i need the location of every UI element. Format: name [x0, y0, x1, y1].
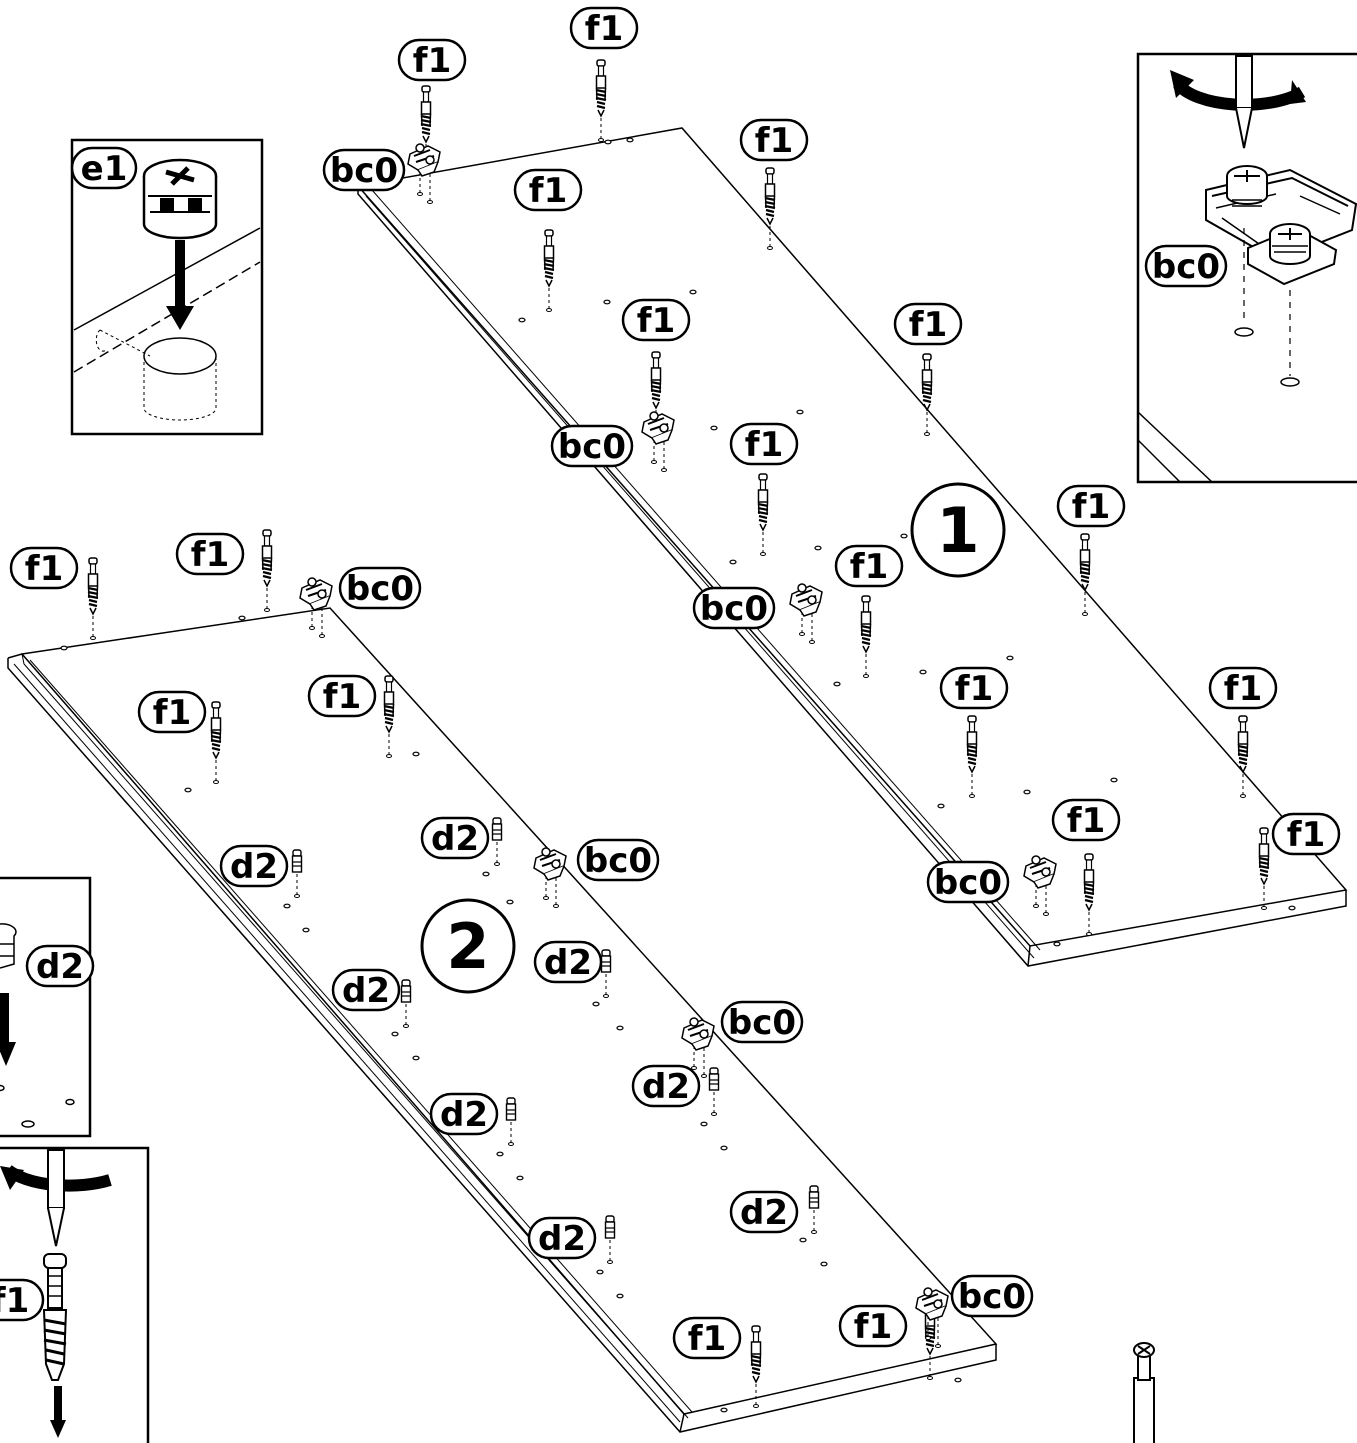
label-d2: d2	[342, 971, 390, 1011]
f1-labels: f1 f1 f1 f1 f1 f1 f1 f1 f1 f1 f1 f1 f1 f…	[9, 6, 1341, 1360]
label-f1: f1	[1287, 815, 1325, 855]
label-bc0: bc0	[958, 1277, 1026, 1317]
svg-text:1: 1	[936, 494, 979, 567]
svg-text:2: 2	[446, 910, 489, 983]
label-f1: f1	[191, 535, 229, 575]
bc0-labels: bc0 bc0 bc0 bc0 bc0 bc0 bc0 bc0	[322, 148, 1034, 1318]
label-f1: f1	[529, 171, 567, 211]
label-f1: f1	[637, 301, 675, 341]
label-f1: f1	[1067, 801, 1105, 841]
label-f1: f1	[909, 305, 947, 345]
label-d2: d2	[538, 1219, 586, 1259]
label-d2: d2	[431, 819, 479, 859]
label-f1: f1	[585, 9, 623, 49]
label-f1: f1	[323, 677, 361, 717]
label-f1: f1	[745, 425, 783, 465]
label-f1: f1	[755, 121, 793, 161]
label-f1: f1	[153, 693, 191, 733]
label-f1: f1	[25, 549, 63, 589]
label-e1: e1	[81, 149, 128, 189]
label-f1: f1	[0, 1281, 29, 1321]
label-d2: d2	[544, 943, 592, 983]
panel-number-2: 2	[420, 898, 516, 994]
label-bc0: bc0	[700, 589, 768, 629]
inset-dowel: d2	[0, 876, 95, 1138]
label-d2: d2	[440, 1095, 488, 1135]
inset-cam-housing: e1	[70, 138, 264, 436]
label-d2: d2	[740, 1193, 788, 1233]
cam-bolt-partial	[1133, 1342, 1155, 1443]
inset-cam-bolt: f1	[0, 1146, 150, 1443]
panel-number-1: 1	[910, 482, 1006, 578]
label-d2: d2	[230, 847, 278, 887]
label-f1: f1	[955, 669, 993, 709]
label-bc0: bc0	[1152, 247, 1220, 287]
label-d2: d2	[642, 1067, 690, 1107]
inset-hinge-plate: bc0	[1136, 52, 1357, 484]
label-f1: f1	[854, 1307, 892, 1347]
label-f1: f1	[850, 547, 888, 587]
label-f1: f1	[1224, 669, 1262, 709]
label-f1: f1	[688, 1319, 726, 1359]
label-d2: d2	[36, 947, 84, 987]
label-bc0: bc0	[558, 427, 626, 467]
label-bc0: bc0	[330, 151, 398, 191]
label-bc0: bc0	[346, 569, 414, 609]
label-bc0: bc0	[584, 841, 652, 881]
panel-1	[356, 127, 1348, 967]
label-f1: f1	[1072, 487, 1110, 527]
label-f1: f1	[413, 41, 451, 81]
label-bc0: bc0	[934, 863, 1002, 903]
label-bc0: bc0	[728, 1003, 796, 1043]
d2-labels: d2 d2 d2 d2 d2 d2 d2 d2	[219, 816, 799, 1260]
